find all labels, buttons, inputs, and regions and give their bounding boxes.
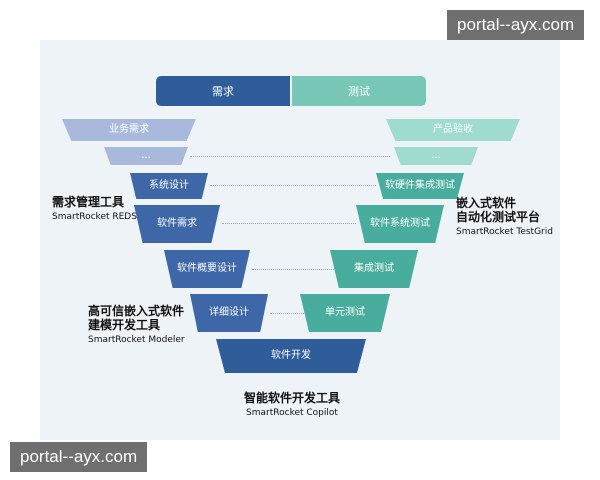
step-product-acceptance: 产品验收 <box>386 119 520 141</box>
connector-line-4 <box>270 313 324 314</box>
step-right-ellipsis: ... <box>394 147 478 165</box>
step-hw-sw-integration-test: 软硬件集成测试 <box>376 173 464 199</box>
step-detailed-design: 详细设计 <box>190 294 268 332</box>
tool-testgrid-product: SmartRocket TestGrid <box>456 227 553 237</box>
step-integration-test-label: 集成测试 <box>354 263 394 274</box>
connector-line-3 <box>252 269 340 270</box>
step-software-development-label: 软件开发 <box>271 350 311 361</box>
step-integration-test: 集成测试 <box>330 250 418 288</box>
connector-line-2 <box>222 223 356 224</box>
step-unit-test-label: 单元测试 <box>325 307 365 318</box>
header-tab-requirements-label: 需求 <box>212 84 234 98</box>
tool-modeler-product: SmartRocket Modeler <box>88 335 185 345</box>
step-left-ellipsis: ... <box>104 147 188 165</box>
step-high-level-design-label: 软件概要设计 <box>177 263 237 274</box>
header-tab-testing: 测试 <box>292 76 426 106</box>
step-detailed-design-label: 详细设计 <box>209 307 249 318</box>
step-business-requirements: 业务需求 <box>62 119 196 141</box>
step-software-system-test: 软件系统测试 <box>356 205 444 243</box>
watermark-bottom: portal--ayx.com <box>10 442 148 472</box>
header-tab-requirements: 需求 <box>156 76 290 106</box>
step-software-requirements-label: 软件需求 <box>157 218 197 229</box>
tool-copilot-product: SmartRocket Copilot <box>246 408 338 418</box>
connector-line-1 <box>210 185 376 186</box>
tool-label-testgrid: 嵌入式软件 自动化测试平台 SmartRocket TestGrid <box>456 196 553 239</box>
tool-reds-product: SmartRocket REDS <box>52 212 137 222</box>
step-system-design-label: 系统设计 <box>149 180 189 191</box>
step-system-design: 系统设计 <box>130 173 208 199</box>
connector-line-top <box>190 156 390 157</box>
diagram-panel <box>40 40 560 440</box>
watermark-top: portal--ayx.com <box>447 10 585 40</box>
tool-reds-name: 需求管理工具 <box>52 195 125 209</box>
header-tab-testing-label: 测试 <box>348 84 370 98</box>
tool-testgrid-name-line1: 嵌入式软件 <box>456 196 517 210</box>
step-software-development: 软件开发 <box>216 339 366 373</box>
step-software-system-test-label: 软件系统测试 <box>370 218 430 229</box>
tool-modeler-name-line2: 建模开发工具 <box>88 318 161 332</box>
tool-label-modeler: 高可信嵌入式软件 建模开发工具 SmartRocket Modeler <box>88 304 185 347</box>
step-product-acceptance-label: 产品验收 <box>433 124 473 135</box>
step-hw-sw-integration-test-label: 软硬件集成测试 <box>385 180 455 191</box>
step-business-requirements-label: 业务需求 <box>109 124 149 135</box>
step-high-level-design: 软件概要设计 <box>164 250 250 288</box>
tool-testgrid-name-line2: 自动化测试平台 <box>456 210 541 224</box>
tool-label-copilot: 智能软件开发工具 SmartRocket Copilot <box>222 391 362 420</box>
step-left-ellipsis-label: ... <box>141 150 151 161</box>
tool-label-reds: 需求管理工具 SmartRocket REDS <box>52 195 137 224</box>
step-unit-test: 单元测试 <box>300 294 390 332</box>
tool-copilot-name: 智能软件开发工具 <box>243 391 340 405</box>
step-software-requirements: 软件需求 <box>134 205 220 243</box>
tool-modeler-name-line1: 高可信嵌入式软件 <box>88 304 185 318</box>
step-right-ellipsis-label: ... <box>431 150 441 161</box>
